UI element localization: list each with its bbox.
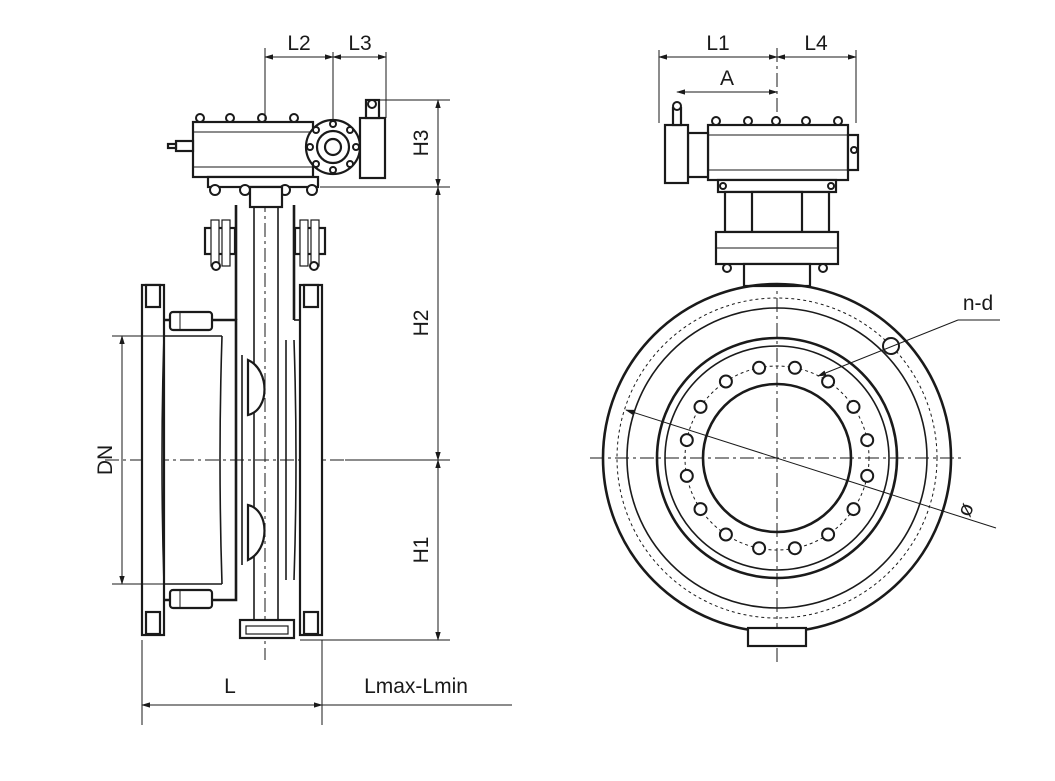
bolt-hole: [679, 468, 694, 483]
bolt-hole: [752, 541, 767, 556]
bolt-hole: [752, 360, 767, 375]
bolt-hole: [821, 374, 836, 389]
front-view: L1 L4 A n-d ø: [590, 32, 1000, 662]
bolt-circle: [679, 360, 875, 556]
bolt-hole: [718, 374, 733, 389]
bore: [701, 382, 853, 534]
bolt-hole: [860, 468, 875, 483]
label-H1: H1: [410, 537, 433, 564]
label-L2: L2: [287, 32, 310, 55]
bolt-hole: [787, 360, 802, 375]
bolt-hole: [693, 399, 708, 414]
stem-neck: [203, 185, 327, 630]
n-d-hole: [882, 337, 900, 355]
side-view: L2 L3 H3 H2 H1 DN L Lmax-Lmin: [94, 32, 512, 725]
label-L4: L4: [804, 32, 828, 55]
bolt-hole: [860, 433, 875, 448]
bolt-hole: [846, 502, 861, 517]
bolt-hole: [821, 527, 836, 542]
label-L1: L1: [706, 32, 729, 55]
gearbox: [166, 98, 387, 196]
bolt-hole: [679, 433, 694, 448]
label-A: A: [720, 67, 734, 90]
bolt-hole: [718, 527, 733, 542]
label-phi: ø: [953, 500, 979, 520]
label-L3: L3: [348, 32, 371, 55]
label-L: L: [224, 675, 236, 698]
label-H2: H2: [410, 310, 433, 337]
label-Lmax-Lmin: Lmax-Lmin: [364, 675, 468, 698]
dim-line-phi: [625, 409, 997, 529]
leader-n-d: [817, 319, 959, 377]
bolt-hole: [846, 399, 861, 414]
bolt-hole: [693, 502, 708, 517]
label-H3: H3: [410, 130, 433, 157]
valve-body: [140, 283, 324, 640]
label-DN: DN: [94, 445, 117, 475]
bolt-hole: [787, 541, 802, 556]
front-actuator: [663, 101, 860, 288]
label-n-d: n-d: [963, 292, 993, 315]
